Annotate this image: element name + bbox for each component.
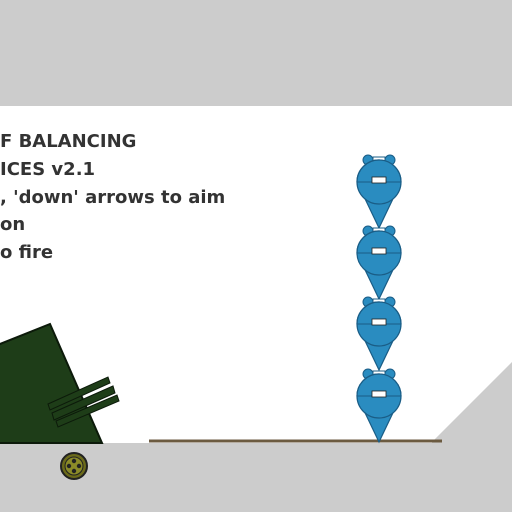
target-tag bbox=[371, 318, 387, 326]
sky-band bbox=[0, 0, 512, 106]
ground bbox=[0, 443, 512, 512]
game-title-line-1: F BALANCING bbox=[0, 131, 137, 152]
balancing-target bbox=[356, 368, 402, 444]
target-tag bbox=[371, 176, 387, 184]
instruction-fire: o fire bbox=[0, 242, 54, 263]
tank-barrels bbox=[47, 376, 120, 428]
tank[interactable] bbox=[0, 322, 120, 444]
wheel-icon bbox=[60, 452, 88, 480]
target-tag bbox=[371, 390, 387, 398]
game-title-line-2: ICES v2.1 bbox=[0, 159, 96, 180]
balancing-target bbox=[356, 225, 402, 301]
balancing-target bbox=[356, 296, 402, 372]
instruction-line: on bbox=[0, 214, 26, 235]
target-stack bbox=[356, 154, 402, 444]
target-tag bbox=[371, 247, 387, 255]
balancing-target bbox=[356, 154, 402, 230]
instruction-aim: , 'down' arrows to aim bbox=[0, 187, 226, 208]
